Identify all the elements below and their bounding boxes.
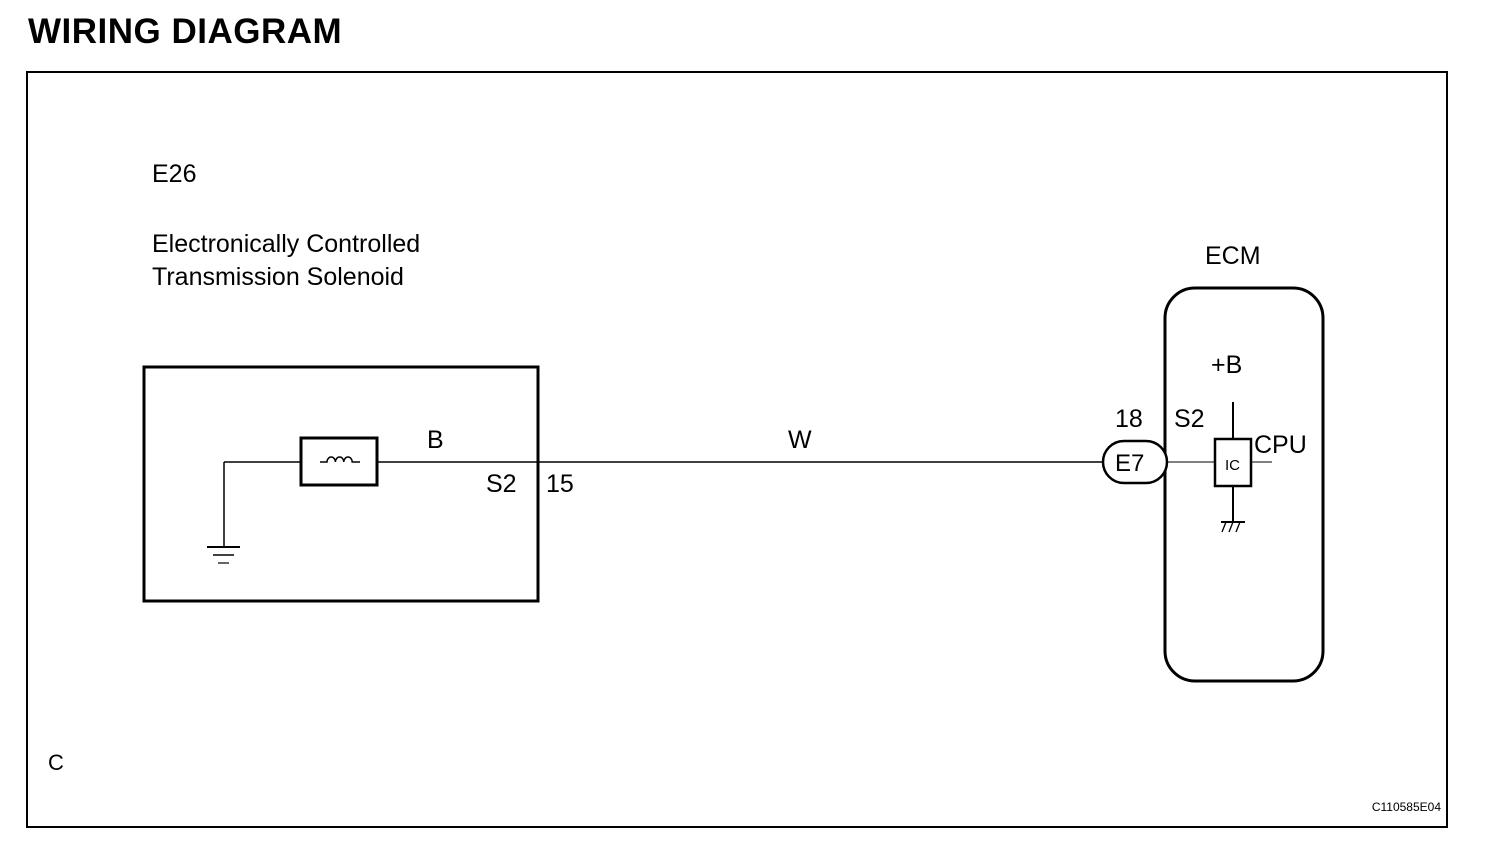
ground-icon <box>207 462 240 564</box>
ecm-terminal-number: 18 <box>1115 405 1143 433</box>
harness-wire-color: W <box>788 426 812 454</box>
solenoid-terminal-name: S2 <box>486 470 517 498</box>
solenoid-terminal-number: 15 <box>546 470 574 498</box>
ic-label: IC <box>1225 457 1240 474</box>
page-title: WIRING DIAGRAM <box>28 12 343 51</box>
solenoid-name-line1: Electronically Controlled <box>152 230 420 258</box>
solenoid-box <box>142 365 540 603</box>
solenoid-connector-code: E26 <box>152 160 196 188</box>
diagram-border <box>26 71 1448 828</box>
solenoid-component: B S2 <box>142 365 540 603</box>
ecm-title: ECM <box>1205 242 1261 270</box>
solenoid-name-line2: Transmission Solenoid <box>152 263 404 291</box>
ic-component: IC <box>1213 437 1253 488</box>
ecm-box <box>1163 286 1325 683</box>
corner-letter: C <box>48 750 64 775</box>
cpu-label: CPU <box>1254 431 1307 459</box>
ecm-connector: E7 <box>1101 439 1169 485</box>
ecm-terminal-name: S2 <box>1174 405 1205 433</box>
ecm-supply-label: +B <box>1211 351 1242 379</box>
figure-code: C110585E04 <box>1372 800 1441 814</box>
solenoid-wire-color: B <box>427 426 444 454</box>
ecm-connector-code: E7 <box>1115 450 1144 477</box>
coil-icon <box>299 436 379 487</box>
chassis-ground-icon <box>1221 521 1245 533</box>
